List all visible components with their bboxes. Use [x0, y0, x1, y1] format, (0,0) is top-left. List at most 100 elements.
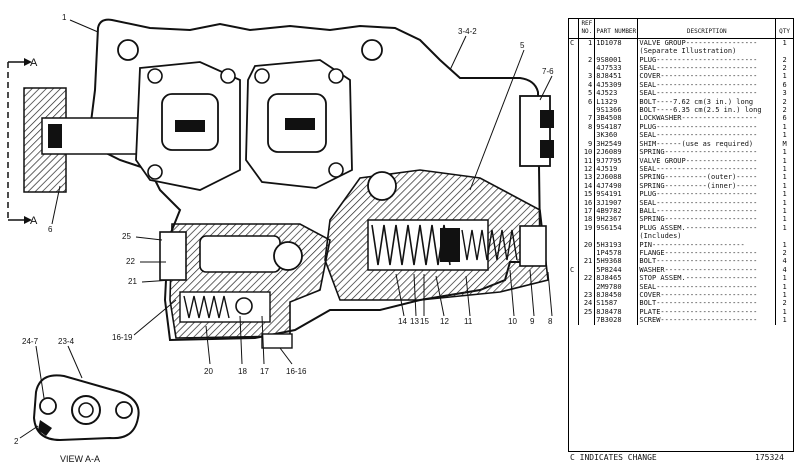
callout-20: 20 — [204, 367, 213, 376]
callout-2: 2 — [14, 437, 19, 446]
callout-23-4: 23-4 — [58, 337, 75, 346]
spring-18 — [183, 295, 230, 319]
ball-17 — [235, 297, 253, 315]
quantity: 2 — [775, 248, 793, 258]
part-number: 8J8465 — [594, 274, 638, 283]
parts-table-header: REF NO. PART NUMBER DESCRIPTION QTY — [569, 19, 793, 39]
header-description: DESCRIPTION — [637, 19, 776, 39]
ref-no — [578, 232, 595, 241]
callout-10: 10 — [508, 317, 517, 326]
ref-no: 7 — [578, 114, 595, 123]
description: SPRING----------(inner)----- — [637, 181, 776, 191]
ref-no: 14 — [578, 181, 595, 191]
part-number: 4J5309 — [594, 80, 638, 90]
callout-16-16: 16-16 — [286, 367, 307, 376]
callout-7-6: 7-6 — [542, 67, 554, 76]
quantity: 1 — [775, 173, 793, 182]
section-letter-top: A — [30, 57, 38, 69]
callout-12: 12 — [440, 317, 449, 326]
change-mark — [569, 308, 579, 316]
part-number: 8J8451 — [594, 72, 638, 81]
callout-14: 14 — [398, 317, 407, 326]
description: SEAL------------------------ — [637, 282, 776, 291]
description: COVER----------------------- — [637, 291, 776, 300]
quantity: 1 — [775, 223, 793, 233]
description: FLANGE---------------------- — [637, 248, 776, 258]
change-mark — [569, 106, 579, 114]
description: BOLT------------------------ — [637, 257, 776, 266]
quantity: 1 — [775, 181, 793, 191]
ref-no — [578, 47, 595, 56]
description: SEAL------------------------ — [637, 198, 776, 207]
part-number — [594, 232, 638, 241]
ref-no: 17 — [578, 206, 595, 216]
quantity: 1 — [775, 206, 793, 216]
drawing-number: 175324 — [755, 453, 784, 462]
part-number: 4J7490 — [594, 181, 638, 191]
part-number: 8J8450 — [594, 291, 638, 300]
description: SEAL------------------------ — [637, 164, 776, 174]
ref-no — [578, 282, 595, 291]
part-number: 7B3028 — [594, 316, 638, 325]
ref-no — [578, 248, 595, 258]
part-number: 9S4191 — [594, 190, 638, 199]
description: BALL------------------------ — [637, 206, 776, 216]
description: WASHER---------------------- — [637, 265, 776, 275]
ref-no: 13 — [578, 173, 595, 182]
change-mark — [569, 114, 579, 122]
section-marker-top: A — [7, 57, 38, 220]
change-mark — [569, 173, 579, 181]
quantity: 1 — [775, 164, 793, 174]
plug-15 — [367, 171, 397, 201]
change-mark — [569, 215, 579, 223]
quantity: 1 — [775, 72, 793, 81]
description: SCREW----------------------- — [637, 316, 776, 325]
quantity: 1 — [775, 156, 793, 165]
ref-no — [578, 265, 595, 275]
mount-hole-right — [361, 39, 383, 61]
part-number: 1P4578 — [594, 248, 638, 258]
callout-3-4-2: 3-4-2 — [458, 27, 477, 36]
part-number: 4J7533 — [594, 64, 638, 73]
plug-19 — [261, 333, 293, 349]
leader-lines — [19, 19, 553, 439]
ref-no: 4 — [578, 80, 595, 90]
quantity — [775, 232, 793, 241]
description: SPRING---------------------- — [637, 215, 776, 224]
ref-no: 12 — [578, 164, 595, 174]
part-number: L1329 — [594, 97, 638, 107]
callout-17: 17 — [260, 367, 269, 376]
description: PLUG------------------------ — [637, 55, 776, 65]
header-change — [569, 19, 579, 39]
description: BOLT----7.62 cm(3 in.) long — [637, 97, 776, 107]
ref-no: 23 — [578, 291, 595, 300]
quantity: 4 — [775, 265, 793, 275]
part-number: 4J519 — [594, 164, 638, 174]
change-mark — [569, 224, 579, 232]
ref-no: 9 — [578, 139, 595, 149]
ref-no: 24 — [578, 299, 595, 308]
ref-no: 1 — [578, 38, 595, 48]
view-a-a-cover — [32, 374, 140, 442]
change-mark — [569, 283, 579, 291]
quantity: 1 — [775, 316, 793, 325]
spool-end — [48, 124, 62, 148]
change-mark — [569, 148, 579, 156]
part-number: 1D1078 — [594, 38, 638, 48]
description: VALVE GROUP----------------- — [637, 156, 776, 165]
